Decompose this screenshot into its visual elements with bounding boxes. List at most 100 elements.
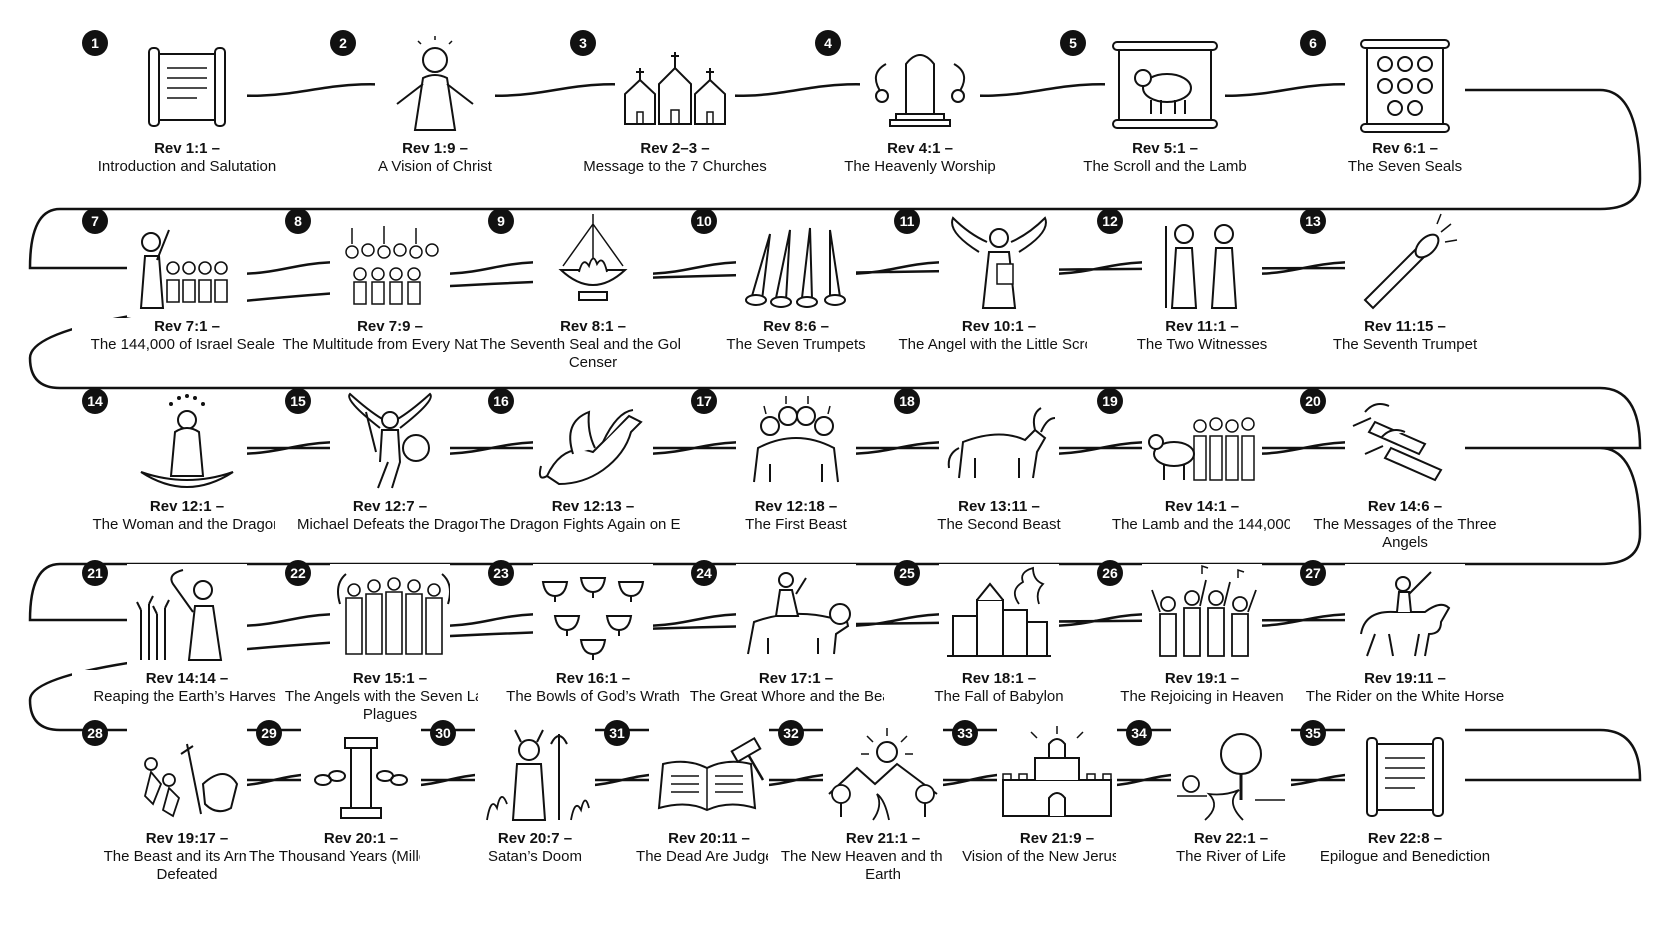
step-title: Message to the 7 Churches [583, 158, 767, 175]
step-title: The Thousand Years (Millennium) [248, 848, 473, 865]
step-reference: Rev 19:11 – [1364, 670, 1446, 687]
step-title: Michael Defeats the Dragon [297, 516, 483, 533]
timeline-step-20: 20 Rev 14:6 – The Messages of the Three … [1290, 388, 1520, 568]
multitude-icon [345, 226, 439, 305]
step-title: The Dragon Fights Again on Earth [479, 516, 707, 533]
two-witnesses-icon [1165, 224, 1238, 309]
landscape-sun-icon [828, 728, 938, 821]
woman-on-beast-icon [747, 572, 851, 655]
step-caption: Rev 8:1 – The Seventh Seal and the Golde… [478, 318, 708, 372]
timeline-step-25: 25 Rev 18:1 – The Fall of Babylon [884, 560, 1114, 740]
step-title: Epilogue and Benediction [1319, 848, 1491, 865]
rider-horse-icon [1360, 571, 1451, 657]
rider-horse-icon [1345, 564, 1465, 669]
scroll-icon [148, 47, 226, 127]
step-number-badge: 23 [488, 560, 514, 586]
step-reference: Rev 8:1 – [560, 318, 626, 335]
step-reference: Rev 19:17 – [145, 830, 229, 847]
step-reference: Rev 17:1 – [758, 670, 834, 687]
step-number-badge: 22 [285, 560, 311, 586]
trumpet-icon [1345, 212, 1465, 317]
step-caption: Rev 12:18 – The First Beast [681, 498, 911, 534]
step-caption: Rev 6:1 – The Seven Seals [1290, 140, 1520, 176]
sickle-harvest-icon [127, 564, 247, 669]
censer-icon [533, 212, 653, 317]
step-reference: Rev 12:18 – [754, 498, 838, 515]
timeline-step-23: 23 Rev 16:1 – The Bowls of God’s Wrath [478, 560, 708, 740]
step-reference: Rev 21:1 – [845, 830, 921, 847]
lamb-crowd-icon [1142, 392, 1262, 497]
trumpets-icon [745, 227, 846, 308]
woman-moon-icon [140, 394, 234, 488]
three-angels-icon [1345, 392, 1465, 497]
timeline-step-29: 29 Rev 20:1 – The Thousand Years (Millen… [246, 720, 476, 900]
step-caption: Rev 7:1 – The 144,000 of Israel Sealed [72, 318, 302, 354]
step-caption: Rev 12:1 – The Woman and the Dragon [72, 498, 302, 534]
chain-pillar-icon [301, 724, 421, 829]
step-caption: Rev 12:13 – The Dragon Fights Again on E… [478, 498, 708, 534]
satan-fire-icon [486, 729, 590, 821]
step-caption: Rev 15:1 – The Angels with the Seven Las… [275, 670, 505, 724]
step-caption: Rev 4:1 – The Heavenly Worship [805, 140, 1035, 176]
timeline-step-24: 24 Rev 17:1 – The Great Whore and the Be… [681, 560, 911, 740]
step-number-badge: 16 [488, 388, 514, 414]
seals-icon [1360, 39, 1450, 133]
step-number-badge: 31 [604, 720, 630, 746]
timeline-step-8: 8 Rev 7:9 – The Multitude from Every Nat… [275, 208, 505, 388]
step-reference: Rev 14:6 – [1367, 498, 1443, 515]
chain-pillar-icon [314, 737, 408, 819]
step-reference: Rev 20:1 – [323, 830, 399, 847]
step-number-badge: 21 [82, 560, 108, 586]
timeline-step-31: 31 Rev 20:11 – The Dead Are Judged [594, 720, 824, 900]
sickle-harvest-icon [136, 569, 223, 661]
timeline-step-18: 18 Rev 13:11 – The Second Beast [884, 388, 1114, 568]
step-title: The Seven Seals [1347, 158, 1463, 175]
step-title: The Beast and its Armies Defeated [103, 848, 271, 883]
step-caption: Rev 19:11 – The Rider on the White Horse [1290, 670, 1520, 706]
timeline-step-13: 13 Rev 11:15 – The Seventh Trumpet [1290, 208, 1520, 388]
multitude-icon [330, 212, 450, 317]
horned-beast-icon [939, 392, 1059, 497]
step-caption: Rev 7:9 – The Multitude from Every Natio… [275, 318, 505, 354]
step-reference: Rev 21:9 – [1019, 830, 1095, 847]
step-number-badge: 27 [1300, 560, 1326, 586]
step-reference: Rev 20:11 – [668, 830, 750, 847]
timeline-step-10: 10 Rev 8:6 – The Seven Trumpets [681, 208, 911, 388]
step-reference: Rev 12:1 – [149, 498, 225, 515]
step-number-badge: 11 [894, 208, 920, 234]
step-reference: Rev 7:9 – [357, 318, 423, 335]
step-title: Satan’s Doom [488, 848, 582, 865]
step-title: The Bowls of God’s Wrath [506, 688, 680, 705]
timeline-step-27: 27 Rev 19:11 – The Rider on the White Ho… [1290, 560, 1520, 740]
step-number-badge: 17 [691, 388, 717, 414]
burning-city-icon [947, 566, 1051, 657]
step-number-badge: 9 [488, 208, 514, 234]
step-reference: Rev 8:6 – [763, 318, 829, 335]
step-reference: Rev 18:1 – [961, 670, 1037, 687]
timeline-step-4: 4 Rev 4:1 – The Heavenly Worship [805, 30, 1035, 210]
step-title: Introduction and Salutation [97, 158, 277, 175]
step-reference: Rev 5:1 – [1132, 140, 1198, 157]
step-reference: Rev 14:1 – [1164, 498, 1240, 515]
book-gavel-icon [657, 736, 765, 812]
christ-figure-icon [396, 36, 474, 131]
step-reference: Rev 10:1 – [961, 318, 1037, 335]
step-reference: Rev 22:8 – [1367, 830, 1443, 847]
step-title: The Seven Trumpets [726, 336, 866, 353]
seals-icon [1345, 34, 1465, 139]
throne-angels-icon [875, 54, 965, 127]
walled-city-icon [1002, 726, 1112, 817]
step-title: The First Beast [745, 516, 847, 533]
step-number-badge: 6 [1300, 30, 1326, 56]
book-gavel-icon [649, 724, 769, 829]
timeline-step-12: 12 Rev 11:1 – The Two Witnesses [1087, 208, 1317, 388]
step-number-badge: 14 [82, 388, 108, 414]
step-caption: Rev 19:1 – The Rejoicing in Heaven [1087, 670, 1317, 706]
step-title: Vision of the New Jerusalem [962, 848, 1152, 865]
timeline-step-22: 22 Rev 15:1 – The Angels with the Seven … [275, 560, 505, 740]
step-title: The Seventh Trumpet [1332, 336, 1478, 353]
step-reference: Rev 14:14 – [145, 670, 229, 687]
step-number-badge: 28 [82, 720, 108, 746]
step-caption: Rev 11:15 – The Seventh Trumpet [1290, 318, 1520, 354]
step-number-badge: 30 [430, 720, 456, 746]
